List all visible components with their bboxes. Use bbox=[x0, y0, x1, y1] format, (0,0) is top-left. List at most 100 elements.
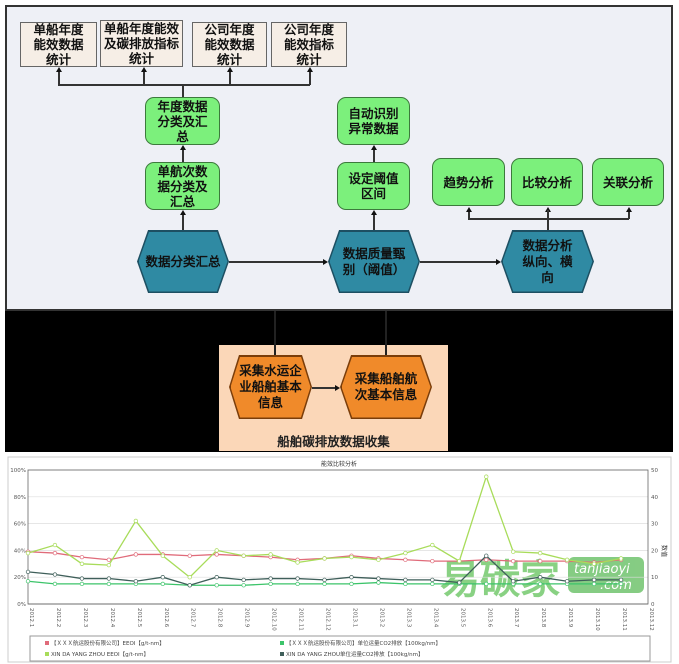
data-point bbox=[564, 557, 570, 562]
data-point bbox=[430, 581, 435, 587]
chart-title: 能效比较分析 bbox=[321, 460, 357, 468]
data-point bbox=[187, 575, 192, 580]
box-label: 关联分析 bbox=[602, 174, 653, 190]
data-point bbox=[25, 579, 31, 584]
data-point bbox=[241, 553, 246, 558]
connector bbox=[312, 387, 336, 389]
x-tick-label: 2013.12 bbox=[648, 608, 654, 631]
x-tick-label: 2012.4 bbox=[109, 608, 115, 628]
right-axis-label: 数值 bbox=[660, 545, 668, 557]
connector bbox=[182, 149, 184, 162]
output-ship-annual-indicators: 单船年度能效及碳排放指标统计 bbox=[100, 20, 183, 67]
x-tick-label: 2013.11 bbox=[621, 608, 627, 631]
y2-tick-label: 10 bbox=[651, 575, 658, 581]
y-tick-label: 100% bbox=[10, 468, 26, 474]
x-tick-label: 2013.8 bbox=[540, 608, 546, 628]
data-point bbox=[214, 548, 219, 553]
data-point bbox=[133, 518, 138, 524]
data-point bbox=[160, 553, 165, 558]
arrowhead-icon bbox=[371, 145, 377, 150]
y2-tick-label: 0 bbox=[651, 602, 655, 608]
data-point bbox=[106, 562, 112, 568]
data-point bbox=[106, 581, 112, 587]
connector bbox=[420, 261, 497, 263]
x-tick-label: 2012.12 bbox=[325, 608, 331, 631]
data-point bbox=[376, 580, 381, 585]
data-point bbox=[214, 575, 219, 580]
data-point bbox=[538, 558, 543, 564]
data-point bbox=[25, 550, 31, 556]
data-point bbox=[430, 577, 435, 583]
connector bbox=[229, 261, 324, 263]
arrowhead-icon bbox=[323, 259, 328, 265]
data-point bbox=[349, 554, 354, 560]
box-label: 数据分类汇总 bbox=[145, 253, 221, 269]
data-point bbox=[187, 583, 192, 588]
data-point bbox=[430, 558, 435, 564]
watermark-logo-text: 易碳家 bbox=[440, 557, 560, 603]
output-ship-annual-data: 单船年度能效数据统计 bbox=[20, 22, 97, 67]
y2-tick-label: 20 bbox=[651, 548, 658, 554]
data-point bbox=[268, 581, 273, 587]
box-label: 设定阈值区间 bbox=[348, 171, 399, 201]
data-point bbox=[79, 561, 85, 566]
box-label: 单船年度能效数据统计 bbox=[33, 22, 84, 67]
data-point bbox=[538, 581, 543, 587]
data-point bbox=[484, 581, 489, 587]
x-tick-label: 2013.3 bbox=[405, 608, 411, 628]
y-tick-label: 0% bbox=[17, 602, 26, 608]
watermark-logo: 易碳家 tanjiaoyi .com bbox=[440, 557, 644, 603]
correlation-analysis-box: 关联分析 bbox=[592, 158, 664, 206]
y2-tick-label: 50 bbox=[651, 468, 658, 474]
arrowhead-icon bbox=[626, 207, 632, 212]
data-point bbox=[591, 577, 597, 583]
arrowhead-icon bbox=[371, 210, 377, 215]
connector bbox=[468, 218, 629, 220]
quality-hexagon: 数据质量甄别（阈值） bbox=[328, 230, 420, 293]
y-tick-label: 20% bbox=[14, 575, 26, 581]
data-point bbox=[618, 577, 624, 583]
comparison-chart: 能效比较分析 易碳家 tanjiaoyi .com 0%20%40%60%80%… bbox=[7, 456, 672, 663]
data-point bbox=[241, 583, 246, 588]
connector bbox=[373, 214, 375, 230]
x-tick-label: 2012.5 bbox=[136, 608, 142, 628]
legend-swatch bbox=[45, 652, 49, 656]
data-point bbox=[322, 556, 327, 561]
x-tick-label: 2013.10 bbox=[594, 608, 600, 631]
arrowhead-icon bbox=[56, 67, 62, 72]
data-point bbox=[484, 474, 489, 479]
data-point bbox=[106, 557, 112, 562]
data-point bbox=[484, 553, 489, 558]
output-company-annual-indicators: 公司年度能效指标统计 bbox=[271, 22, 347, 67]
x-tick-label: 2012.2 bbox=[55, 608, 61, 627]
data-point bbox=[457, 558, 462, 564]
connector bbox=[385, 311, 387, 356]
annual-summary-box: 年度数据分类及汇总 bbox=[145, 97, 220, 145]
data-point bbox=[538, 550, 543, 556]
x-tick-label: 2012.6 bbox=[163, 608, 169, 628]
data-point bbox=[79, 554, 85, 560]
arrowhead-icon bbox=[335, 385, 340, 391]
arrowhead-icon bbox=[180, 145, 186, 150]
data-point bbox=[376, 557, 381, 562]
data-point bbox=[295, 560, 300, 565]
box-label: 单航次数据分类及汇总 bbox=[157, 163, 208, 209]
data-point bbox=[538, 575, 543, 580]
x-tick-label: 2013.9 bbox=[567, 608, 573, 628]
data-point bbox=[618, 581, 624, 587]
x-tick-label: 2013.1 bbox=[351, 608, 357, 627]
box-label: 趋势分析 bbox=[443, 174, 494, 190]
data-point bbox=[403, 577, 408, 583]
data-point bbox=[106, 576, 112, 581]
x-tick-label: 2012.3 bbox=[82, 608, 88, 628]
legend-label: 【ＸＸＸ航运股份有限公司】单位运量CO2排放【100kg/nm】 bbox=[286, 639, 441, 647]
connector bbox=[274, 311, 276, 356]
data-point bbox=[295, 581, 300, 587]
y-tick-label: 40% bbox=[14, 548, 26, 554]
box-label: 采集水运企业船舶基本信息 bbox=[239, 363, 302, 410]
watermark-site: tanjiaoyi bbox=[574, 562, 630, 577]
watermark-tld: .com bbox=[600, 578, 632, 593]
arrowhead-icon bbox=[307, 67, 313, 72]
arrowhead-icon bbox=[180, 210, 186, 215]
legend-label: 【ＸＸＸ航运股份有限公司】EEOI【g/t-nm】 bbox=[51, 639, 165, 647]
